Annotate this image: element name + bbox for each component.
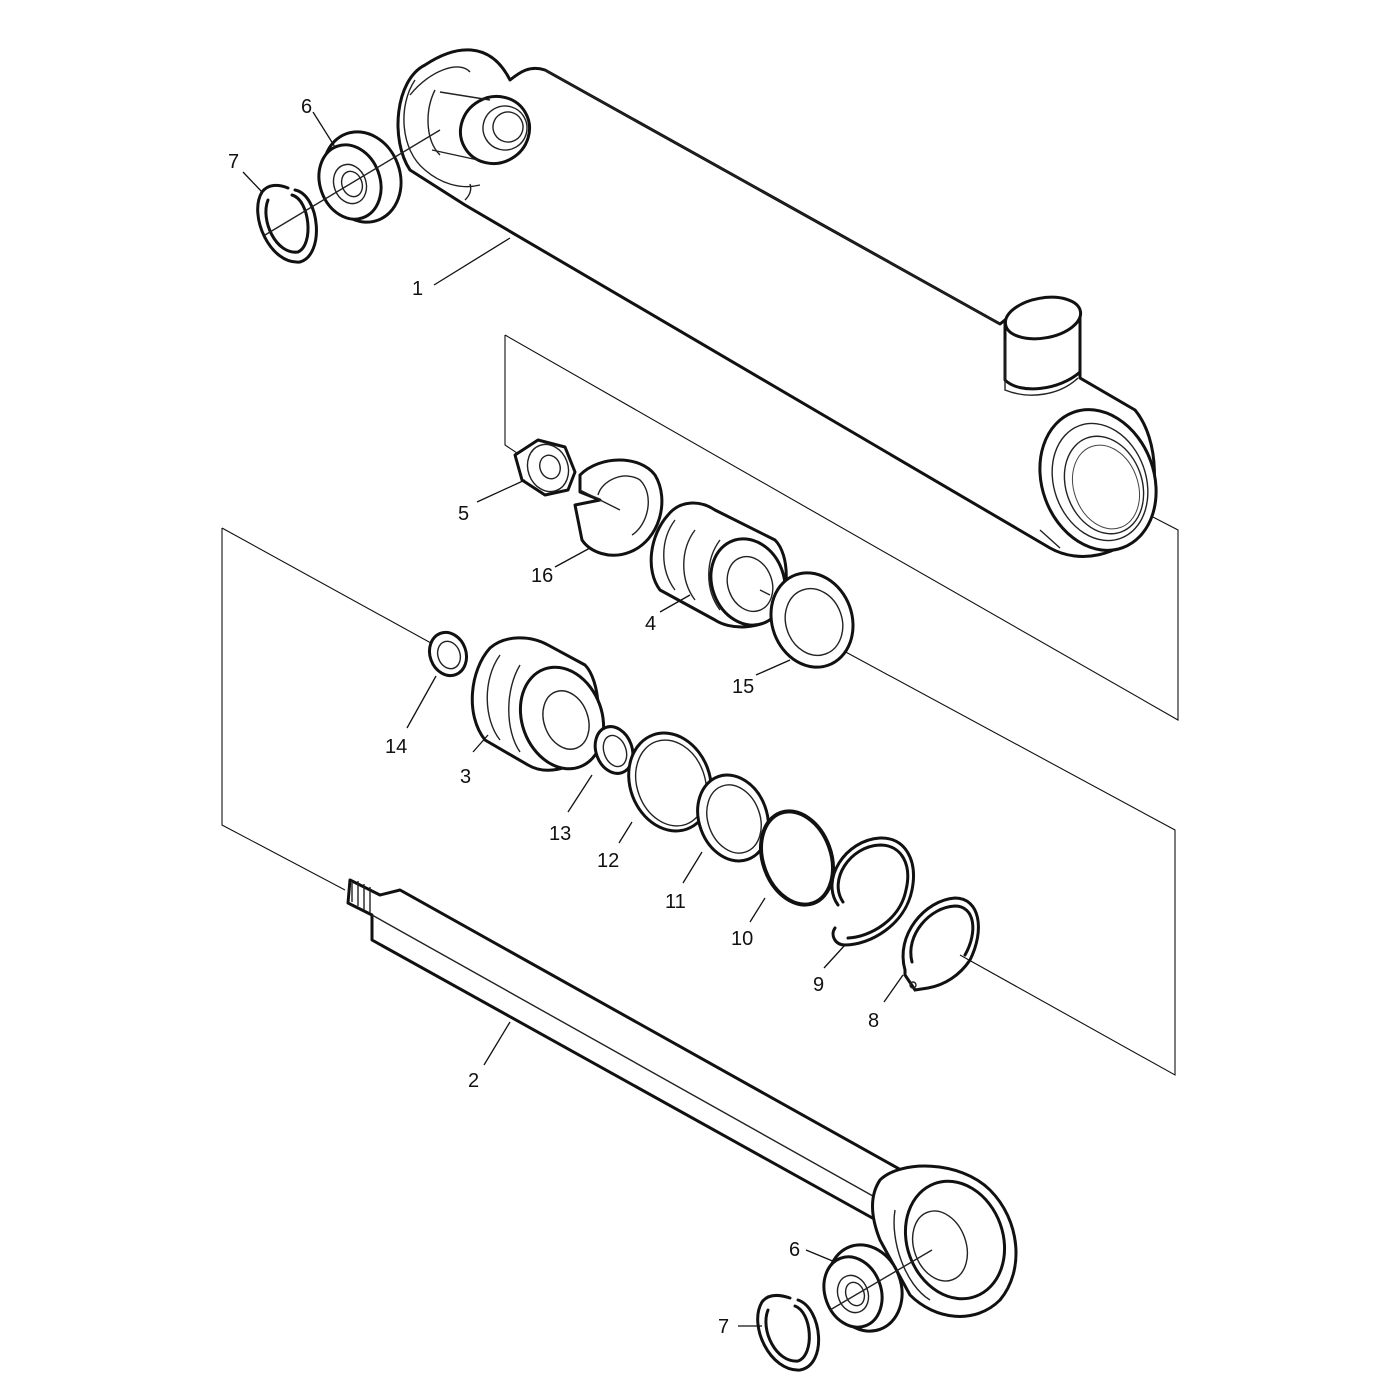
callout-15: 15 (732, 676, 754, 698)
retaining-ring-top (256, 183, 318, 264)
small-seal-14 (427, 630, 469, 678)
callout-4: 4 (645, 613, 656, 635)
callout-10: 10 (731, 928, 753, 950)
retaining-ring-bottom (756, 1293, 821, 1372)
piston-rod (346, 878, 1018, 1318)
o-ring-10 (759, 809, 835, 907)
callout-16: 16 (531, 565, 553, 587)
callout-12: 12 (597, 850, 619, 872)
gland-head (649, 501, 788, 629)
piston (470, 636, 606, 772)
callout-14: 14 (385, 736, 407, 758)
backup-ring-9 (830, 836, 915, 947)
callout-7-bottom: 7 (718, 1316, 729, 1338)
bearing-bottom (822, 1243, 904, 1333)
callouts: 1 2 3 4 5 6 6 7 7 8 9 10 11 12 13 14 15 … (228, 96, 879, 1338)
callout-1: 1 (412, 278, 423, 300)
callout-13: 13 (549, 823, 571, 845)
callout-3: 3 (460, 766, 471, 788)
callout-2: 2 (468, 1070, 479, 1092)
callout-6-top: 6 (301, 96, 312, 118)
nut (513, 438, 577, 497)
split-spacer (573, 458, 664, 557)
leader-lines (242, 111, 933, 1327)
seal-ring-11 (696, 773, 770, 863)
cylinder-barrel (396, 48, 1158, 558)
callout-5: 5 (458, 503, 469, 525)
seal-ring-12 (627, 731, 713, 833)
callout-7-top: 7 (228, 151, 239, 173)
small-seal-13 (593, 725, 635, 775)
callout-9: 9 (813, 974, 824, 996)
wiper-seal (769, 571, 855, 669)
circlip-8 (901, 896, 980, 992)
callout-8: 8 (868, 1010, 879, 1032)
callout-11: 11 (665, 891, 686, 913)
callout-6-bottom: 6 (789, 1239, 800, 1261)
